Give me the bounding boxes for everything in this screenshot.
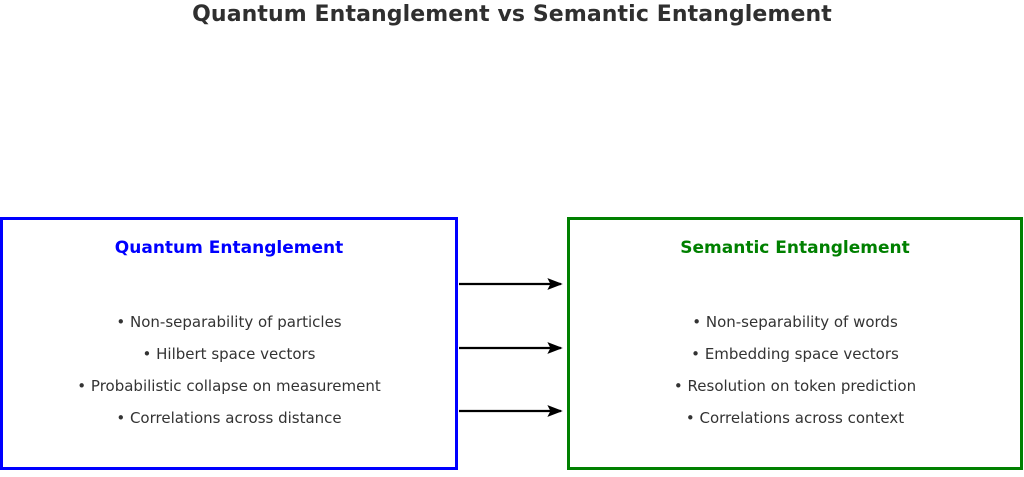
list-item-label: Resolution on token prediction	[687, 377, 917, 395]
bullet-dot-icon: •	[685, 409, 695, 427]
quantum-bullet-list: • Non-separability of particles • Hilber…	[3, 306, 455, 434]
bullet-dot-icon: •	[691, 345, 701, 363]
list-item-label: Correlations across distance	[129, 409, 342, 427]
list-item-label: Probabilistic collapse on measurement	[90, 377, 381, 395]
semantic-bullet-list: • Non-separability of words • Embedding …	[570, 306, 1020, 434]
bullet-dot-icon: •	[692, 313, 702, 331]
list-item: • Non-separability of words	[570, 306, 1020, 338]
list-item-label: Non-separability of words	[705, 313, 898, 331]
list-item: • Correlations across distance	[3, 402, 455, 434]
bullet-dot-icon: •	[116, 313, 126, 331]
list-item-label: Correlations across context	[699, 409, 905, 427]
bullet-dot-icon: •	[673, 377, 683, 395]
list-item: • Resolution on token prediction	[570, 370, 1020, 402]
list-item: • Probabilistic collapse on measurement	[3, 370, 455, 402]
bullet-dot-icon: •	[77, 377, 87, 395]
list-item-label: Non-separability of particles	[130, 313, 342, 331]
bullet-dot-icon: •	[142, 345, 152, 363]
semantic-entanglement-box: Semantic Entanglement • Non-separability…	[567, 217, 1023, 470]
bullet-dot-icon: •	[116, 409, 126, 427]
list-item: • Embedding space vectors	[570, 338, 1020, 370]
page-title: Quantum Entanglement vs Semantic Entangl…	[192, 2, 832, 27]
list-item-label: Embedding space vectors	[704, 345, 899, 363]
list-item: • Non-separability of particles	[3, 306, 455, 338]
semantic-entanglement-heading: Semantic Entanglement	[680, 238, 910, 258]
quantum-entanglement-box: Quantum Entanglement • Non-separability …	[0, 217, 458, 470]
list-item: • Correlations across context	[570, 402, 1020, 434]
list-item: • Hilbert space vectors	[3, 338, 455, 370]
list-item-label: Hilbert space vectors	[156, 345, 316, 363]
quantum-entanglement-heading: Quantum Entanglement	[114, 238, 344, 258]
